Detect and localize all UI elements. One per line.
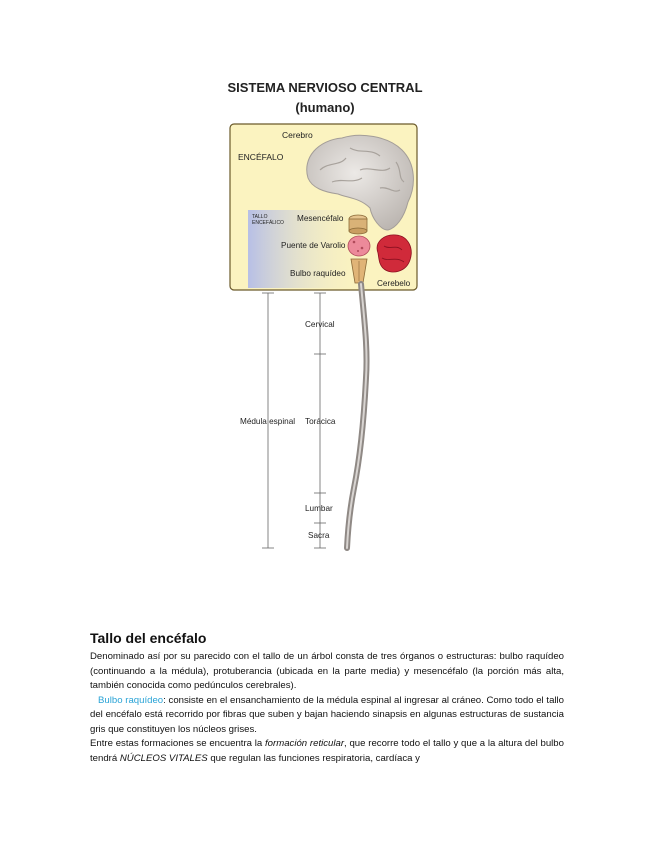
label-mesencefalo: Mesencéfalo	[297, 214, 344, 223]
paragraph-1: Denominado así por su parecido con el ta…	[90, 650, 564, 694]
term-bulbo-raquideo: Bulbo raquídeo	[98, 695, 163, 706]
label-toracica: Torácica	[305, 417, 336, 426]
label-puente: Puente de Varolio	[281, 241, 346, 250]
label-cervical: Cervical	[305, 320, 335, 329]
label-cerebelo: Cerebelo	[377, 279, 411, 288]
diagram-svg: ENCÉFALO Cerebro TALLO ENCEFÁLICO Mesenc…	[220, 78, 440, 558]
paragraph-3-text-c: que regulan las funciones respiratoria, …	[208, 753, 420, 764]
label-medula: Médula espinal	[240, 417, 295, 426]
pons-icon	[348, 236, 370, 256]
mesencephalon-icon	[349, 215, 367, 234]
paragraph-3: Entre estas formaciones se encuentra la …	[90, 737, 564, 766]
term-nucleos-vitales: NÚCLEOS VITALES	[120, 753, 208, 764]
nervous-system-figure: SISTEMA NERVIOSO CENTRAL (humano)	[220, 78, 440, 558]
label-lumbar: Lumbar	[305, 504, 333, 513]
label-cerebro: Cerebro	[282, 130, 313, 140]
term-formacion-reticular: formación reticular	[265, 738, 344, 749]
label-tallo-2: ENCEFÁLICO	[252, 219, 284, 226]
label-sacra: Sacra	[308, 531, 330, 540]
label-encefalo: ENCÉFALO	[238, 152, 284, 162]
cerebellum-icon	[377, 235, 411, 272]
paragraph-2: Bulbo raquídeo: consiste en el ensancham…	[90, 694, 564, 738]
article: Tallo del encéfalo Denominado así por su…	[90, 630, 564, 766]
label-bulbo: Bulbo raquídeo	[290, 269, 346, 278]
paragraph-3-text-a: Entre estas formaciones se encuentra la	[90, 738, 265, 749]
section-heading: Tallo del encéfalo	[90, 630, 564, 646]
